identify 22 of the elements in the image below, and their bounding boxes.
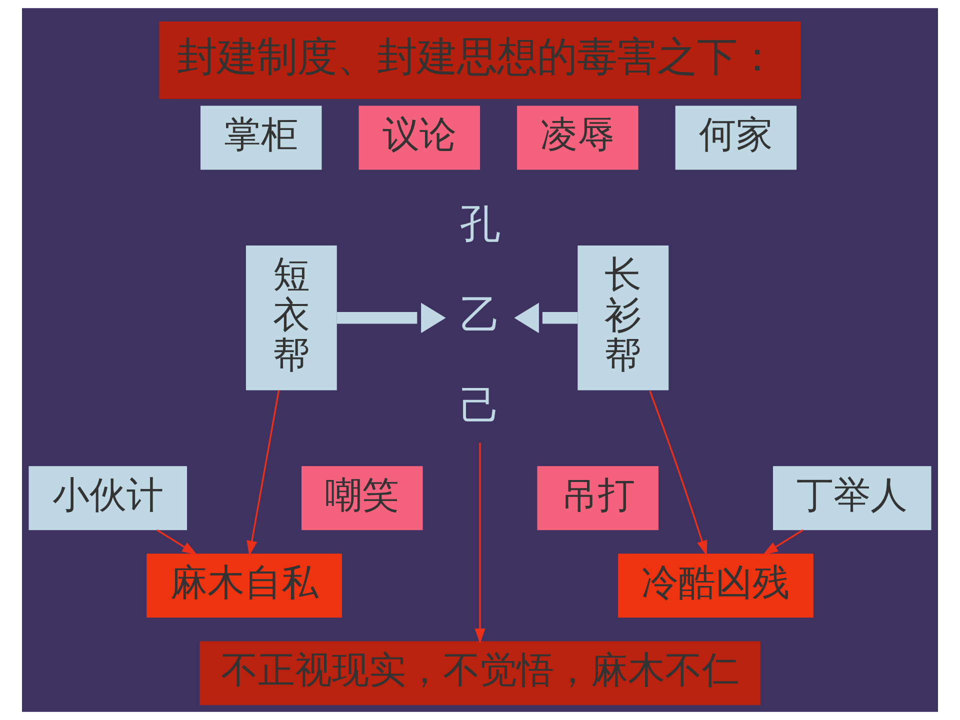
node-box: 议论: [358, 106, 480, 170]
arrow: [762, 529, 804, 555]
arrow: [336, 302, 446, 334]
node-box: 何家: [675, 106, 797, 170]
node-box: 丁举人: [772, 466, 932, 530]
node-box: 小伙计: [28, 466, 188, 530]
node-box: 不正视现实，不觉悟，麻木不仁: [200, 641, 760, 706]
node-box: 嘲笑: [302, 466, 423, 530]
node-box: 冷酷凶残: [618, 554, 814, 618]
arrow: [474, 442, 486, 644]
node-box: 麻木自私: [146, 554, 342, 618]
arrow: [246, 390, 280, 556]
arrow: [649, 390, 708, 556]
diagram-title: 封建制度、封建思想的毒害之下：: [176, 32, 777, 81]
node-text: 孔乙己: [460, 199, 500, 430]
node-box: 掌柜: [200, 106, 322, 170]
arrow: [156, 529, 198, 555]
node-box: 凌辱: [517, 106, 638, 170]
node-box: 长衫帮: [578, 246, 669, 390]
arrow: [514, 302, 578, 334]
node-box: 吊打: [537, 466, 658, 530]
node-box: 短衣帮: [246, 246, 337, 390]
